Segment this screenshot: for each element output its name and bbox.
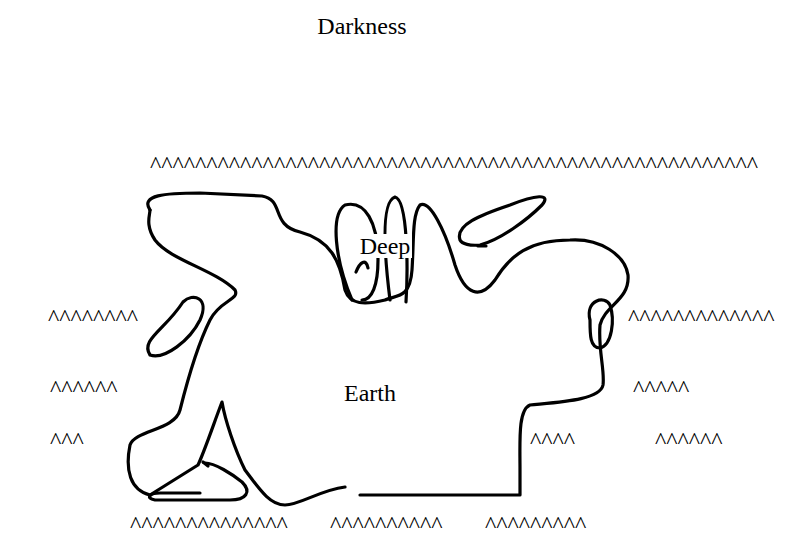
water-waves: ^^^^^^^^^^^^^ [628,305,774,329]
sky-label: Darkness [317,14,406,38]
coastline [356,262,368,272]
water-waves: ^^^^^^^^^^^^^^ [130,512,288,536]
water-waves: ^^^^^^^^^^ [330,512,443,536]
coastline [128,210,345,505]
water-waves: ^^^^^ [633,376,689,400]
water-waves: ^^^^^^ [50,376,118,400]
water-waves: ^^^^^^^^^ [485,512,586,536]
node-label: Earth [342,381,398,405]
water-waves: ^^^^^^^^ [48,305,138,329]
coastline [478,244,486,247]
coastline [150,463,247,500]
water-waves: ^^^ [50,428,84,452]
water-waves: ^^^^^^ [655,428,723,452]
coastline [589,300,612,348]
earth-landmass: DeepEarth [120,185,635,515]
coastline [203,462,208,466]
coastline [459,197,545,246]
region-label: Deep [358,234,413,258]
water-waves: ^^^^ [530,428,575,452]
coastline [148,193,628,495]
coastline [148,297,203,355]
water-waves: ^^^^^^^^^^^^^^^^^^^^^^^^^^^^^^^^^^^^^^^^… [150,152,758,176]
